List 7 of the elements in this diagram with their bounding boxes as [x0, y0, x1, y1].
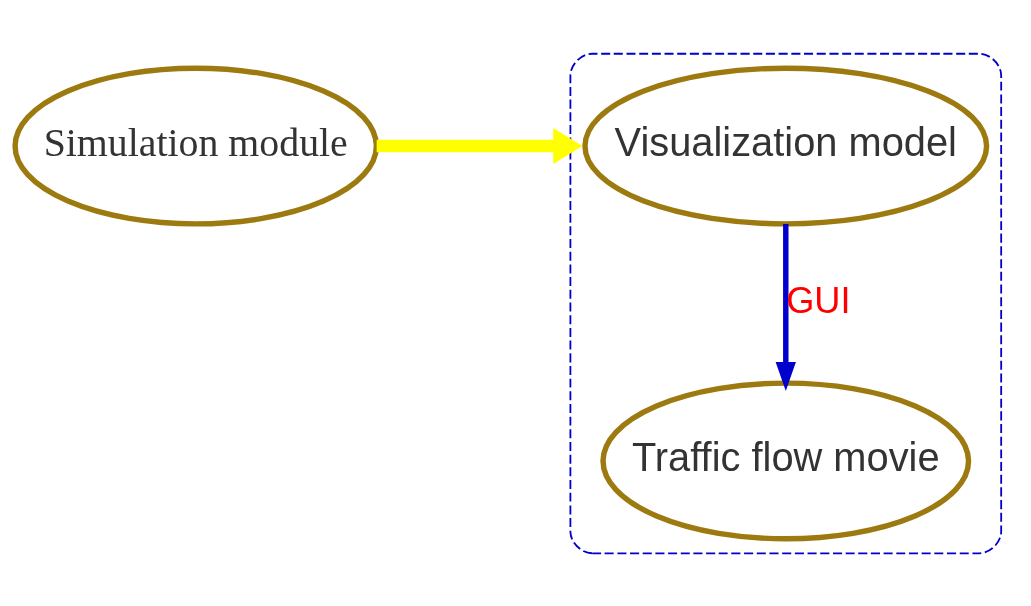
arrow [775, 223, 796, 391]
arrow [376, 127, 583, 164]
node-ellipse: Visualization model [582, 65, 990, 227]
node-ellipse: Traffic flow movie [600, 379, 972, 541]
edge-label: GUI [786, 279, 851, 321]
cluster [569, 52, 1003, 554]
node-ellipse: Simulation module [12, 65, 380, 227]
